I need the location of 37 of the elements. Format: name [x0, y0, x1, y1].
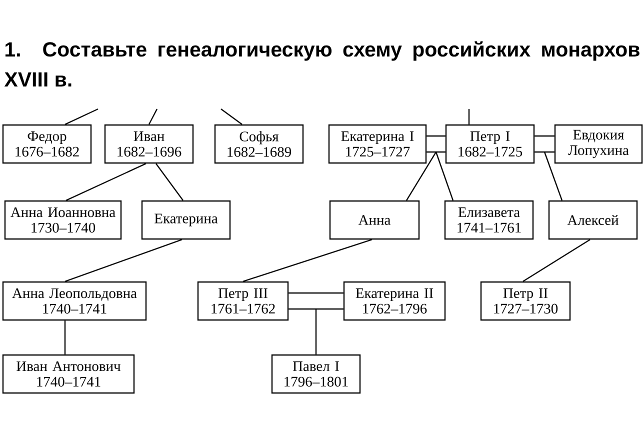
person-box: Иван Антонович 1740–1741	[2, 354, 135, 394]
connector-line	[64, 239, 182, 282]
person-box: Федор 1676–1682	[2, 124, 92, 164]
connector-line	[534, 151, 554, 153]
person-box: Екатерина	[141, 200, 231, 240]
person-box: Анна Леопольдовна 1740–1741	[2, 281, 147, 321]
connector-line	[220, 108, 242, 125]
person-box: Софья 1682–1689	[214, 124, 304, 164]
connector-line	[426, 135, 446, 137]
person-box: Алексей	[548, 200, 638, 240]
person-box: Петр I 1682–1725	[445, 124, 535, 164]
connector-line	[148, 108, 158, 125]
person-box: Павел I 1796–1801	[271, 354, 361, 394]
person-box: Евдокия Лопухина	[554, 124, 643, 164]
connector-line	[522, 239, 590, 282]
title: 1. Составьте генеалогическую схему российских монархов XVIII в.	[4, 41, 640, 86]
connector-line	[288, 292, 344, 294]
connector-line	[534, 135, 554, 137]
connector-line	[64, 108, 98, 125]
person-box: Екатерина II 1762–1796	[343, 281, 446, 321]
connector-line	[315, 309, 317, 354]
connector-line	[544, 152, 563, 201]
connector-line	[64, 320, 66, 354]
connector-line	[426, 151, 446, 153]
connector-line	[242, 239, 372, 282]
person-box: Анна Иоанновна 1730–1740	[4, 200, 122, 240]
person-box: Елизавета 1741–1761	[444, 200, 534, 240]
person-box: Екатерина I 1725–1727	[328, 124, 427, 164]
person-box: Иван 1682–1696	[104, 124, 194, 164]
connector-line	[156, 163, 184, 201]
person-box: Петр III 1761–1762	[197, 281, 289, 321]
person-box: Петр II 1727–1730	[480, 281, 571, 321]
person-box: Анна	[329, 200, 420, 240]
connector-line	[288, 308, 344, 310]
connector-line	[468, 109, 470, 124]
connector-line	[435, 152, 454, 201]
connector-line	[66, 163, 146, 201]
